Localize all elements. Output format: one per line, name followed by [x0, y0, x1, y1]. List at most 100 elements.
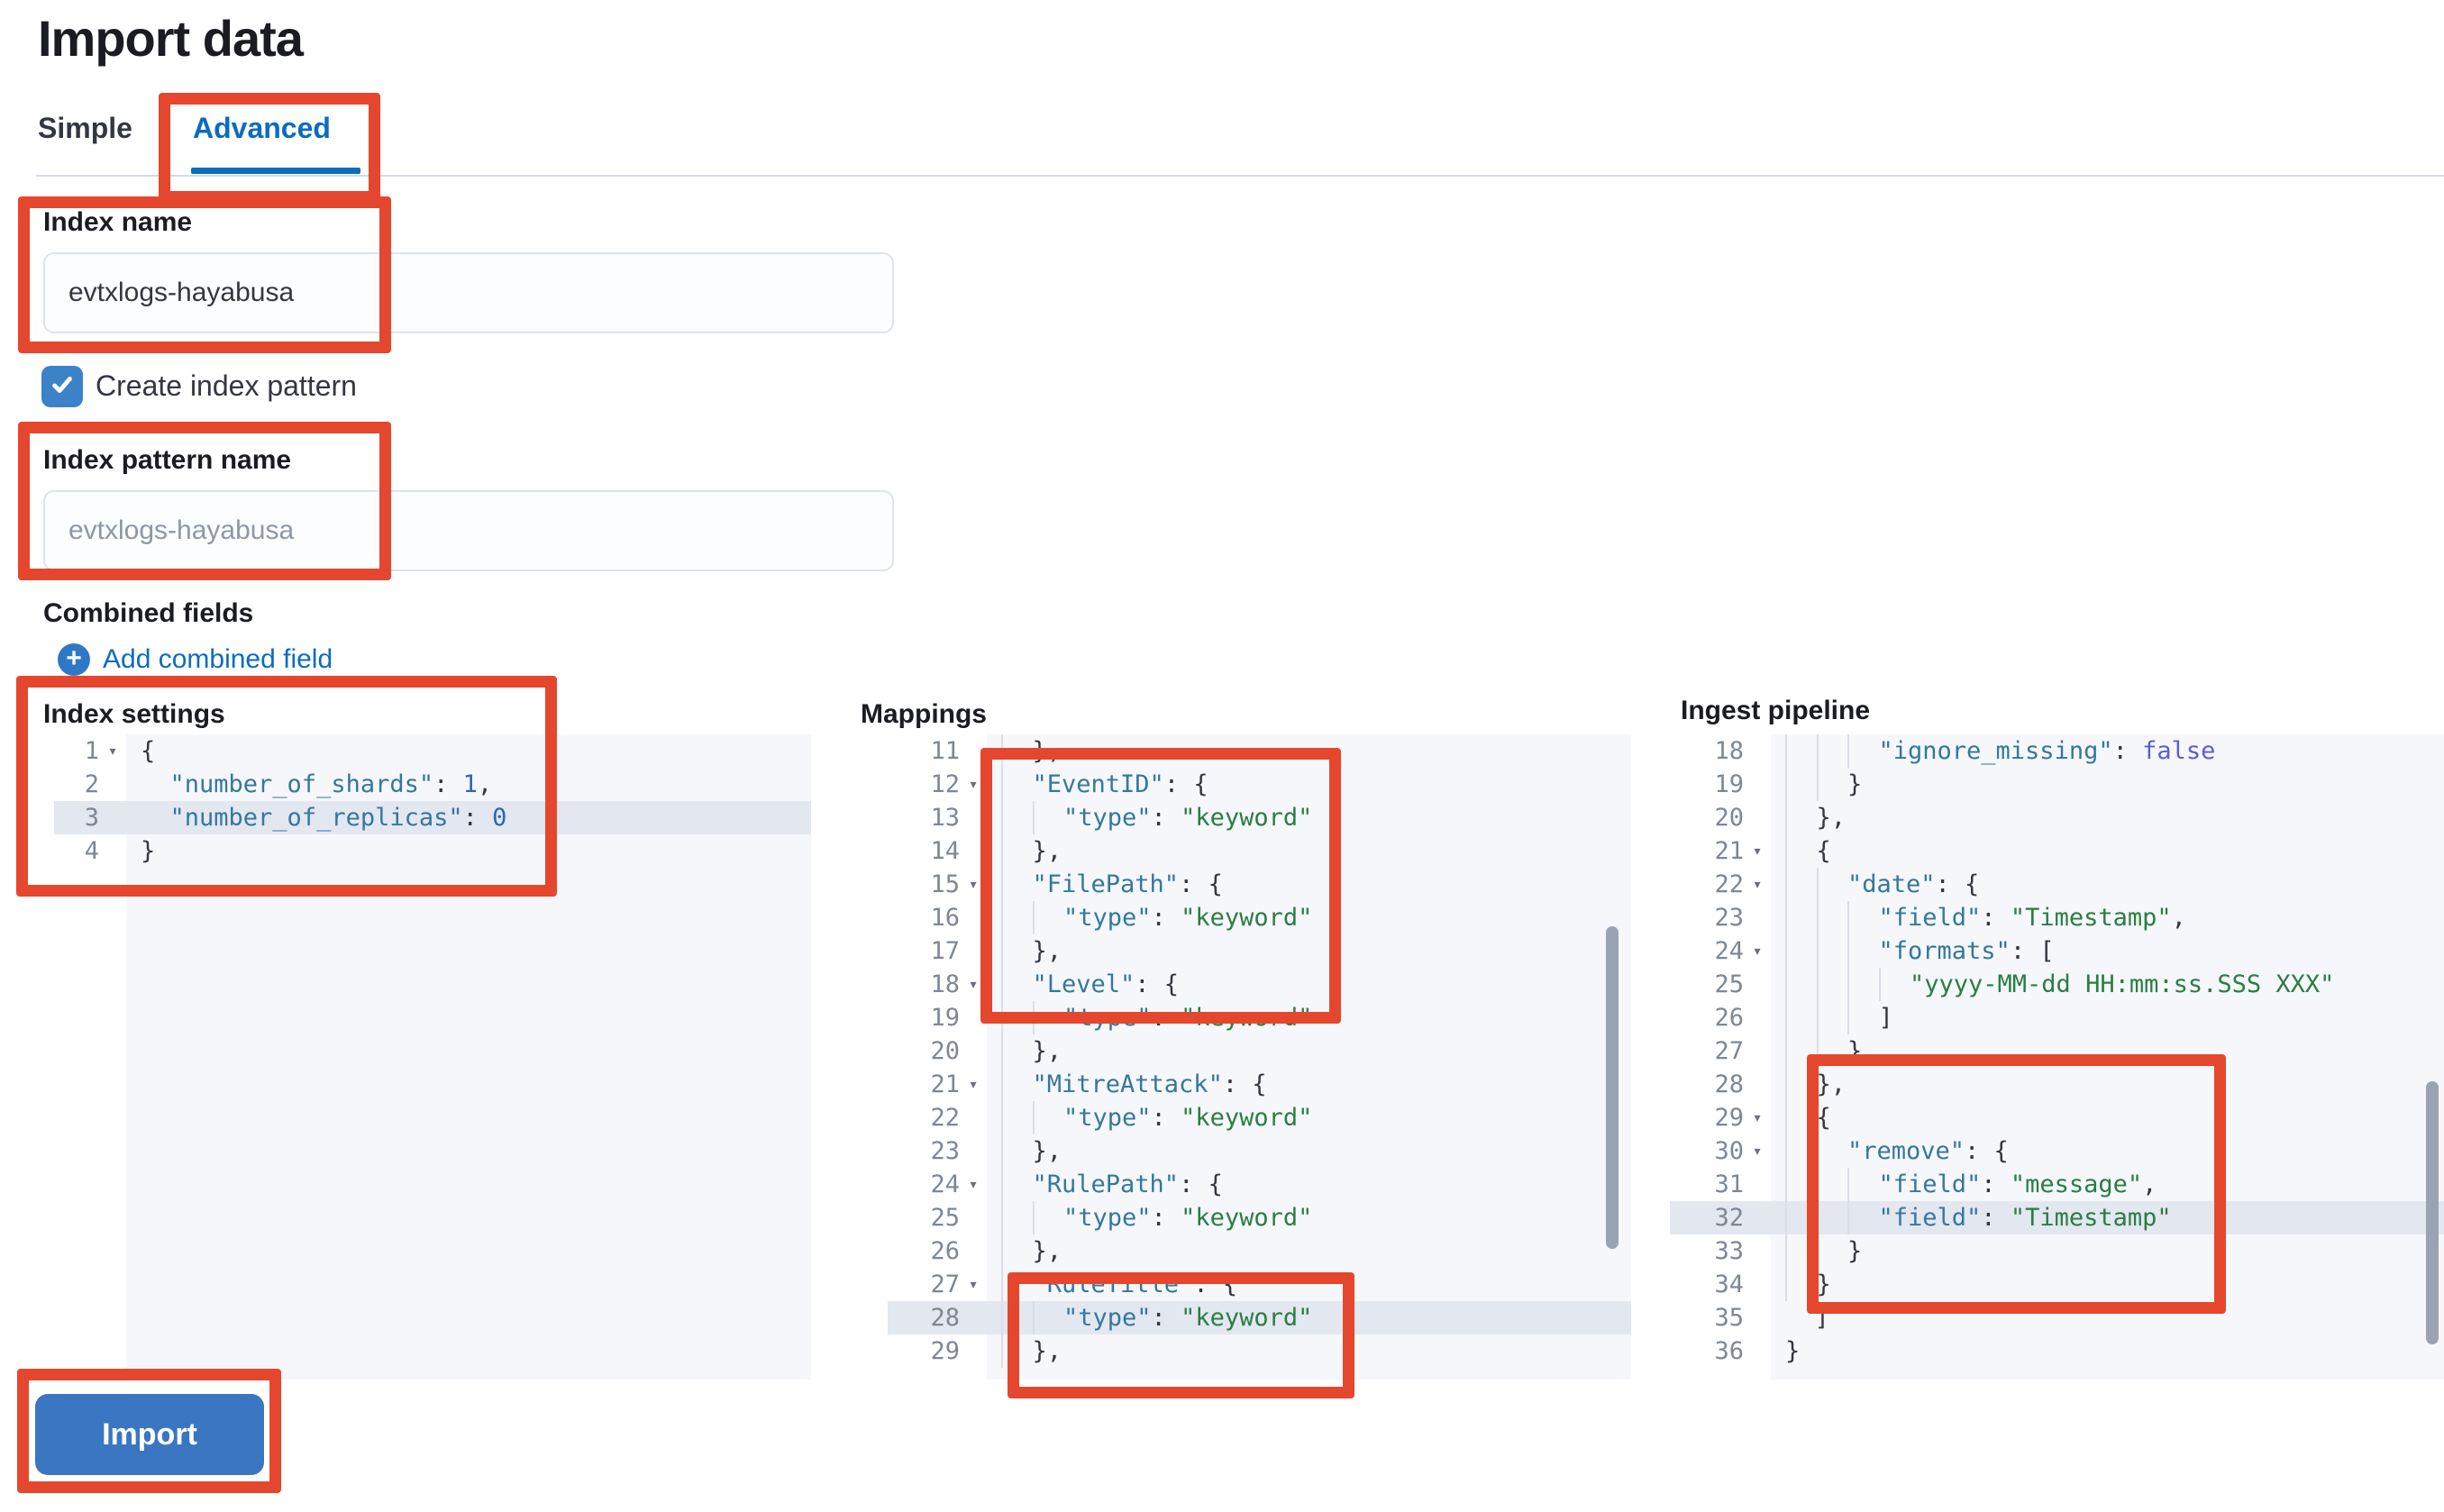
- code-text[interactable]: "RuleTitle": {: [987, 1268, 1631, 1301]
- code-line[interactable]: 26]: [1670, 1001, 2444, 1034]
- code-line[interactable]: 30▾"remove": {: [1670, 1134, 2444, 1168]
- code-text[interactable]: ]: [1771, 1301, 2444, 1334]
- code-text[interactable]: "EventID": {: [987, 768, 1631, 801]
- code-line[interactable]: 22"type": "keyword": [888, 1101, 1631, 1134]
- fold-arrow-icon[interactable]: ▾: [1752, 942, 1763, 961]
- mappings-editor[interactable]: 11},12▾"EventID": {13"type": "keyword"14…: [888, 734, 1631, 1380]
- code-line[interactable]: 12▾"EventID": {: [888, 768, 1631, 801]
- code-line[interactable]: 13"type": "keyword": [888, 801, 1631, 834]
- code-text[interactable]: {: [1771, 834, 2444, 868]
- code-line[interactable]: 29},: [888, 1334, 1631, 1368]
- code-text[interactable]: "type": "keyword": [987, 1101, 1631, 1134]
- code-line[interactable]: 23"field": "Timestamp",: [1670, 901, 2444, 934]
- code-text[interactable]: }: [1771, 768, 2444, 801]
- code-text[interactable]: },: [987, 1334, 1631, 1368]
- code-line[interactable]: 27}: [1670, 1034, 2444, 1068]
- code-text[interactable]: },: [987, 1234, 1631, 1268]
- index-settings-editor[interactable]: 1▾{2 "number_of_shards": 1,3 "number_of_…: [54, 734, 811, 1380]
- fold-arrow-icon[interactable]: ▾: [1752, 875, 1763, 894]
- code-text[interactable]: }: [126, 834, 811, 868]
- code-text[interactable]: },: [987, 1034, 1631, 1068]
- tab-simple[interactable]: Simple: [38, 112, 132, 144]
- code-line[interactable]: 25"yyyy-MM-dd HH:mm:ss.SSS XXX": [1670, 968, 2444, 1001]
- code-text[interactable]: "remove": {: [1771, 1134, 2444, 1168]
- code-text[interactable]: "field": "message",: [1771, 1168, 2444, 1201]
- code-text[interactable]: "formats": [: [1771, 934, 2444, 968]
- code-line[interactable]: 22▾"date": {: [1670, 868, 2444, 901]
- code-text[interactable]: "type": "keyword": [987, 1001, 1631, 1034]
- code-text[interactable]: "field": "Timestamp": [1771, 1201, 2444, 1234]
- code-text[interactable]: }: [1771, 1268, 2444, 1301]
- fold-arrow-icon[interactable]: ▾: [968, 875, 979, 894]
- fold-arrow-icon[interactable]: ▾: [1752, 1142, 1763, 1161]
- code-text[interactable]: }: [1771, 1234, 2444, 1268]
- code-line[interactable]: 28"type": "keyword": [888, 1301, 1631, 1334]
- fold-arrow-icon[interactable]: ▾: [1752, 842, 1763, 861]
- code-text[interactable]: {: [126, 734, 811, 768]
- fold-arrow-icon[interactable]: ▾: [968, 1175, 979, 1194]
- code-text[interactable]: "date": {: [1771, 868, 2444, 901]
- add-combined-field-link[interactable]: + Add combined field: [58, 643, 333, 676]
- code-line[interactable]: 35 ]: [1670, 1301, 2444, 1334]
- code-text[interactable]: "type": "keyword": [987, 901, 1631, 934]
- code-line[interactable]: 21▾{: [1670, 834, 2444, 868]
- code-line[interactable]: 34}: [1670, 1268, 2444, 1301]
- fold-arrow-icon[interactable]: ▾: [968, 1075, 979, 1094]
- code-text[interactable]: "MitreAttack": {: [987, 1068, 1631, 1101]
- code-line[interactable]: 28},: [1670, 1068, 2444, 1101]
- code-line[interactable]: 14},: [888, 834, 1631, 868]
- fold-arrow-icon[interactable]: ▾: [968, 1275, 979, 1294]
- code-text[interactable]: "field": "Timestamp",: [1771, 901, 2444, 934]
- code-line[interactable]: 16"type": "keyword": [888, 901, 1631, 934]
- code-text[interactable]: "ignore_missing": false: [1771, 734, 2444, 768]
- code-text[interactable]: "Level": {: [987, 968, 1631, 1001]
- code-text[interactable]: ]: [1771, 1001, 2444, 1034]
- code-text[interactable]: },: [987, 1134, 1631, 1168]
- fold-arrow-icon[interactable]: ▾: [968, 975, 979, 994]
- code-line[interactable]: 23},: [888, 1134, 1631, 1168]
- fold-arrow-icon[interactable]: ▾: [107, 742, 118, 761]
- code-line[interactable]: 27▾"RuleTitle": {: [888, 1268, 1631, 1301]
- code-line[interactable]: 29▾{: [1670, 1101, 2444, 1134]
- code-line[interactable]: 2 "number_of_shards": 1,: [54, 768, 811, 801]
- code-line[interactable]: 11},: [888, 734, 1631, 768]
- code-text[interactable]: "FilePath": {: [987, 868, 1631, 901]
- code-text[interactable]: "yyyy-MM-dd HH:mm:ss.SSS XXX": [1771, 968, 2444, 1001]
- code-text[interactable]: },: [1771, 801, 2444, 834]
- code-text[interactable]: "number_of_replicas": 0: [126, 801, 811, 834]
- code-line[interactable]: 1▾{: [54, 734, 811, 768]
- create-index-pattern-checkbox[interactable]: [41, 366, 83, 407]
- code-text[interactable]: {: [1771, 1101, 2444, 1134]
- code-text[interactable]: }: [1771, 1034, 2444, 1068]
- code-line[interactable]: 25"type": "keyword": [888, 1201, 1631, 1234]
- code-line[interactable]: 18▾"Level": {: [888, 968, 1631, 1001]
- code-line[interactable]: 17},: [888, 934, 1631, 968]
- code-line[interactable]: 36}: [1670, 1334, 2444, 1368]
- code-line[interactable]: 19}: [1670, 768, 2444, 801]
- code-text[interactable]: },: [987, 734, 1631, 768]
- code-text[interactable]: "number_of_shards": 1,: [126, 768, 811, 801]
- index-name-input[interactable]: [43, 252, 894, 333]
- code-line[interactable]: 15▾"FilePath": {: [888, 868, 1631, 901]
- code-text[interactable]: },: [987, 834, 1631, 868]
- code-line[interactable]: 20},: [1670, 801, 2444, 834]
- tab-advanced[interactable]: Advanced: [193, 112, 331, 144]
- fold-arrow-icon[interactable]: ▾: [968, 775, 979, 794]
- code-line[interactable]: 19"type": "keyword": [888, 1001, 1631, 1034]
- code-line[interactable]: 3 "number_of_replicas": 0: [54, 801, 811, 834]
- code-line[interactable]: 21▾"MitreAttack": {: [888, 1068, 1631, 1101]
- mappings-scrollbar-thumb[interactable]: [1606, 926, 1619, 1249]
- code-text[interactable]: "type": "keyword": [987, 1301, 1631, 1334]
- fold-arrow-icon[interactable]: ▾: [1752, 1108, 1763, 1127]
- code-line[interactable]: 24▾"RulePath": {: [888, 1168, 1631, 1201]
- code-text[interactable]: "type": "keyword": [987, 801, 1631, 834]
- code-text[interactable]: },: [1771, 1068, 2444, 1101]
- code-text[interactable]: "RulePath": {: [987, 1168, 1631, 1201]
- code-line[interactable]: 18"ignore_missing": false: [1670, 734, 2444, 768]
- code-text[interactable]: "type": "keyword": [987, 1201, 1631, 1234]
- code-line[interactable]: 26},: [888, 1234, 1631, 1268]
- code-line[interactable]: 33}: [1670, 1234, 2444, 1268]
- code-line[interactable]: 31"field": "message",: [1670, 1168, 2444, 1201]
- ingest-pipeline-scrollbar-thumb[interactable]: [2426, 1081, 2439, 1344]
